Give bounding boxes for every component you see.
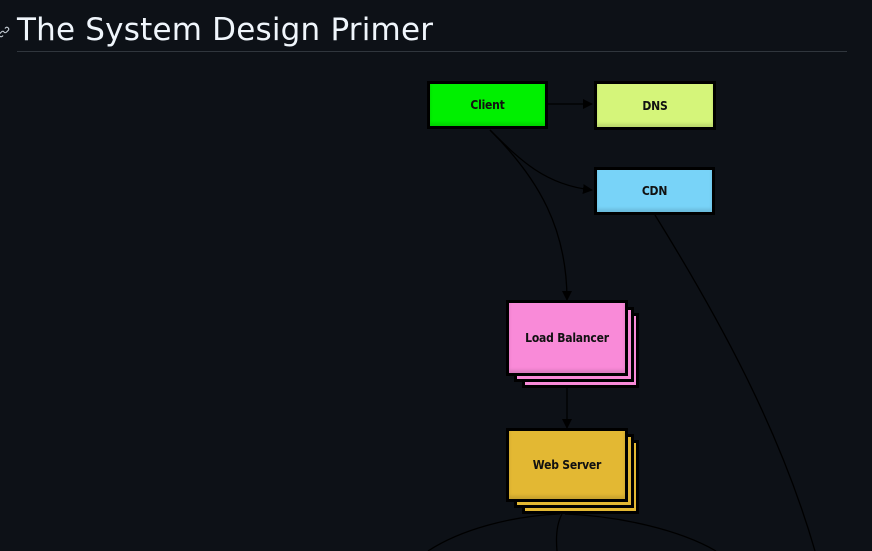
node-cdn[interactable]: CDN <box>594 167 715 215</box>
node-label: Load Balancer <box>525 331 609 345</box>
node-label: CDN <box>641 184 668 198</box>
edge-cdn-offscreen <box>654 214 816 551</box>
edge-client-lb <box>489 129 572 301</box>
edge-webserver-offscreen-right <box>564 513 717 551</box>
link-icon[interactable] <box>0 26 10 38</box>
page-title: The System Design Primer <box>17 12 434 48</box>
node-label: DNS <box>642 98 668 113</box>
node-label: Client <box>470 98 505 112</box>
edge-webserver-offscreen-left <box>427 513 561 551</box>
node-dns[interactable]: DNS <box>594 81 716 130</box>
header-divider <box>17 51 847 52</box>
node-client[interactable]: Client <box>427 81 548 129</box>
node-load-balancer[interactable]: Load Balancer <box>506 300 628 376</box>
node-web-server[interactable]: Web Server <box>506 428 628 502</box>
node-label: Web Server <box>532 458 602 472</box>
edge-client-cdn <box>489 129 593 195</box>
edge-webserver-offscreen-mid <box>555 513 563 551</box>
